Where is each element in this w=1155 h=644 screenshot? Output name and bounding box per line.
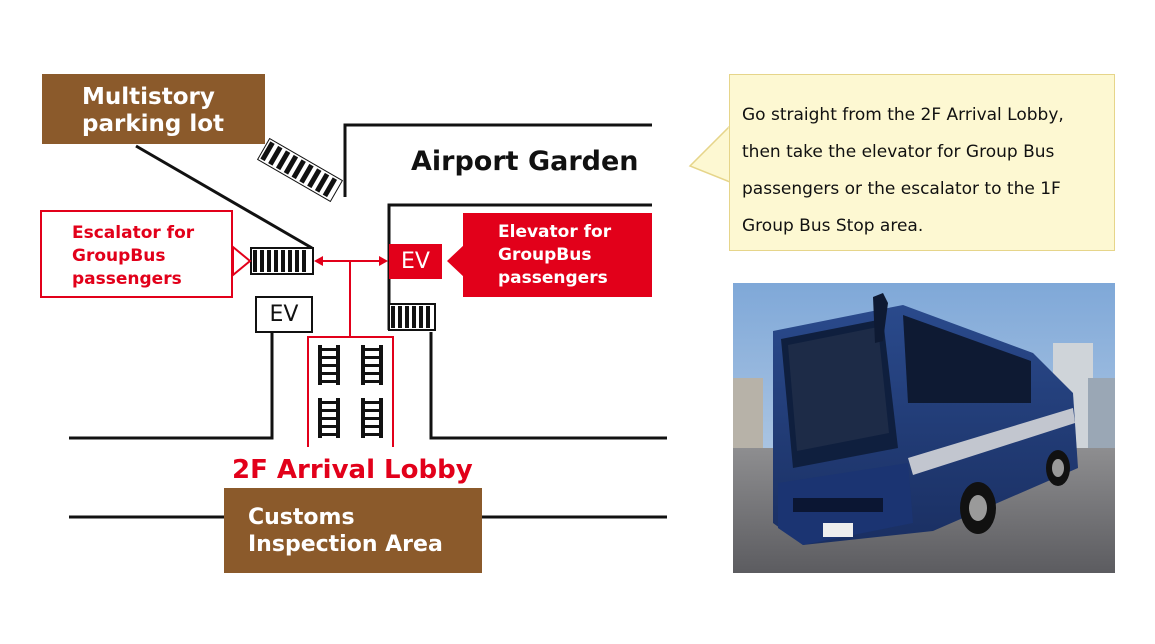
parking-stairs — [256, 137, 344, 203]
garden-upper-wall — [343, 123, 652, 197]
instruction-bubble: Go straight from the 2F Arrival Lobby, t… — [729, 74, 1115, 251]
parking-lot-label: Multistory parking lot — [42, 74, 265, 144]
lobby-stairs — [318, 345, 383, 438]
arrow-head-right — [379, 256, 388, 266]
garden-lower-wall — [387, 203, 652, 330]
elevator-callout: Elevator for GroupBus passengers — [463, 213, 652, 297]
instruction-text: Go straight from the 2F Arrival Lobby, t… — [742, 105, 1064, 236]
escalator-callout: Escalator for GroupBus passengers — [40, 210, 233, 298]
parking-ramp-wall — [135, 144, 313, 250]
elevator-callout-pointer — [447, 244, 465, 278]
escalator-left — [250, 247, 314, 275]
bus-photo — [733, 283, 1115, 573]
elevator: EV — [255, 296, 313, 333]
escalator-right — [388, 303, 436, 331]
route-arrows — [307, 260, 394, 447]
arrival-lobby-label: 2F Arrival Lobby — [232, 455, 473, 485]
airport-garden-label: Airport Garden — [411, 146, 639, 177]
right-corridor-wall — [429, 332, 667, 440]
left-corridor-wall — [69, 332, 274, 440]
escalator-callout-pointer — [232, 244, 252, 278]
group-bus-elevator: EV — [389, 244, 442, 279]
bubble-pointer-svg — [688, 124, 732, 184]
bus-illustration — [733, 283, 1115, 573]
customs-area-label: Customs Inspection Area — [224, 488, 482, 573]
arrow-head-left — [314, 256, 323, 266]
